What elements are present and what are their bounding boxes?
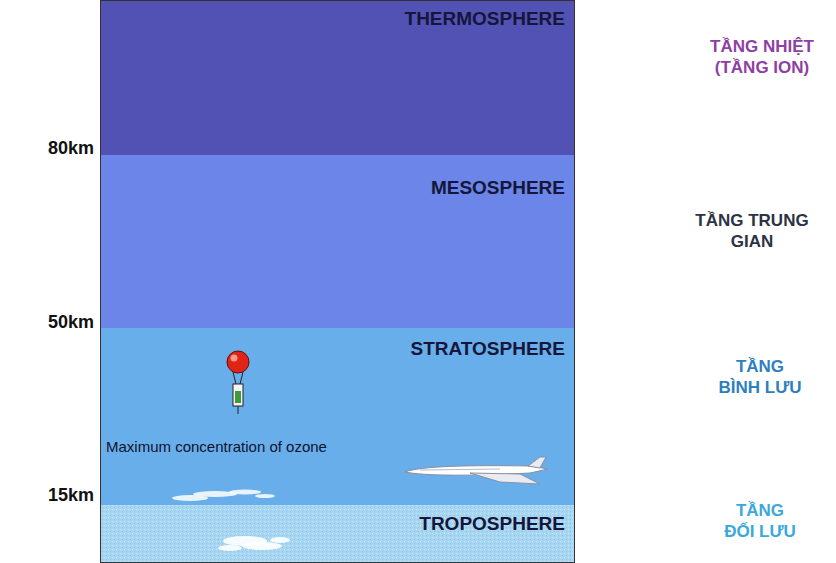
label-slot: 50km [4, 312, 94, 333]
layer-name: STRATOSPHERE [106, 338, 565, 360]
altitude-label: 80km [4, 138, 94, 159]
thermosphere-band: THERMOSPHERE [100, 0, 575, 155]
troposphere-band: TROPOSPHERE [100, 505, 575, 563]
label-slot: 80km [4, 138, 94, 159]
layer-label-vn: TẦNG BÌNH LƯU [715, 356, 805, 399]
layer-label-vn: TẦNG TRUNG GIAN [695, 210, 809, 253]
ozone-note: Maximum concentration of ozone [106, 438, 565, 455]
label-slot: TẦNG ĐỐI LƯU [721, 500, 799, 543]
layer-label-vn: TẦNG ĐỐI LƯU [721, 500, 799, 543]
mesosphere-band: MESOSPHERE [100, 155, 575, 328]
layer-name: THERMOSPHERE [106, 8, 565, 30]
label-slot: TẦNG TRUNG GIAN [695, 210, 809, 253]
label-slot: TẦNG BÌNH LƯU [715, 356, 805, 399]
layer-label-vn: TẦNG NHIỆT (TẦNG ION) [707, 36, 817, 79]
label-slot: TẦNG NHIỆT (TẦNG ION) [707, 36, 817, 79]
layer-name: TROPOSPHERE [106, 513, 565, 535]
stratosphere-band: STRATOSPHERE Maximum concentration of ozo… [100, 328, 575, 505]
label-slot: 15km [4, 485, 94, 506]
layer-name: MESOSPHERE [106, 177, 565, 199]
altitude-label: 50km [4, 312, 94, 333]
altitude-label: 15km [4, 485, 94, 506]
